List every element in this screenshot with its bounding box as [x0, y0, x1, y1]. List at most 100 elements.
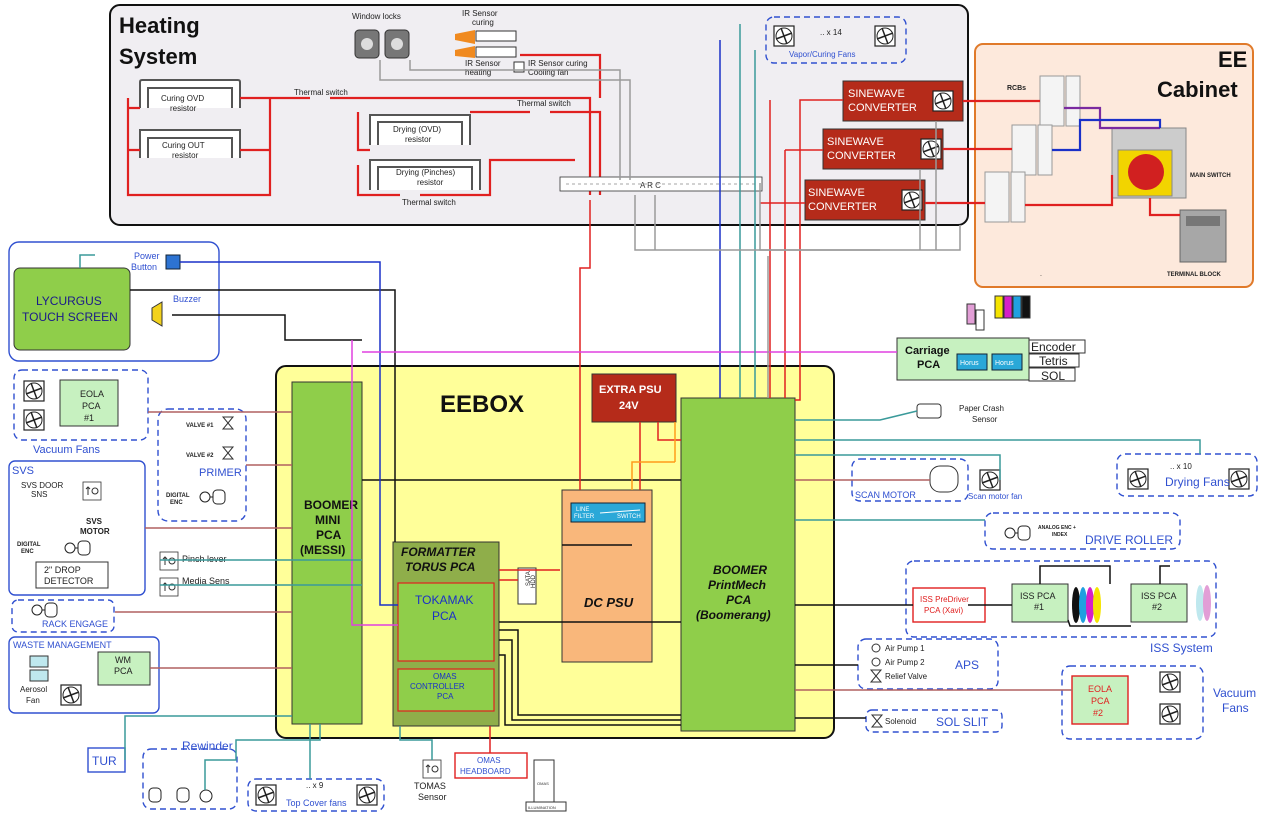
vacuum-fans-right-label: Vacuum: [1213, 686, 1256, 700]
touch-screen-label: LYCURGUS: [36, 294, 102, 308]
tomas-label-2: Sensor: [418, 792, 447, 802]
drying-ovd-label: Drying (OVD): [393, 125, 441, 134]
waste-sensor-2: [30, 670, 48, 681]
svg-text:ANALOG ENC +: ANALOG ENC +: [1038, 525, 1076, 531]
curing-ovd-label-2: resistor: [170, 104, 197, 113]
svg-text:OMAS: OMAS: [433, 672, 457, 681]
ir-curing-label-2: curing: [472, 18, 494, 27]
svg-text:#2: #2: [1093, 708, 1103, 718]
drive-roller-label: DRIVE ROLLER: [1085, 533, 1173, 547]
svg-text:2" DROP: 2" DROP: [44, 565, 81, 575]
svg-text:PCA: PCA: [82, 401, 101, 411]
dc-psu: DC PSU LINE FILTER SWITCH: [562, 490, 652, 662]
svg-text:PCA: PCA: [114, 666, 133, 676]
sinewave-converter-1: SINEWAVE CONVERTER: [843, 81, 963, 121]
iss-pca-2: ISS PCA #2: [1131, 584, 1187, 622]
curing-out-label: Curing OUT: [162, 141, 205, 150]
svg-text:WM: WM: [115, 655, 131, 665]
sinewave-converter-3: SINEWAVE CONVERTER: [805, 180, 925, 220]
power-button-label: Power: [134, 251, 160, 261]
sinewave-converter-2: SINEWAVE CONVERTER: [823, 129, 943, 169]
carriage-pca: Carriage PCA Horus Horus: [897, 338, 1029, 380]
svg-text:INDEX: INDEX: [1052, 532, 1068, 538]
svg-text:SINEWAVE: SINEWAVE: [827, 136, 884, 148]
svg-text:FILTER: FILTER: [574, 514, 595, 520]
drying-count: .. x 10: [1170, 462, 1192, 471]
svg-text:HDD: HDD: [531, 574, 537, 588]
iss-pca-1: ISS PCA #1: [1012, 584, 1068, 622]
svg-text:MINI: MINI: [315, 513, 340, 527]
valve1-label: VALVE #1: [186, 423, 214, 429]
touch-screen: [14, 268, 130, 350]
sol-slit-label: SOL SLIT: [936, 715, 989, 729]
svg-text:(MESSI): (MESSI): [300, 543, 345, 557]
svg-text:ISS PreDriver: ISS PreDriver: [920, 595, 969, 604]
svg-text:24V: 24V: [619, 400, 639, 412]
rewinder-label: Rewinder: [182, 739, 233, 753]
svg-text:PrintMech: PrintMech: [708, 578, 766, 592]
waste-sensor-1: [30, 656, 48, 667]
svg-text:FORMATTER: FORMATTER: [401, 545, 476, 559]
ir-heating-label: IR Sensor: [465, 59, 501, 68]
curing-out-label-2: resistor: [172, 151, 199, 160]
svg-text:CONVERTER: CONVERTER: [808, 201, 877, 213]
svg-text:BOOMER: BOOMER: [713, 563, 767, 577]
svg-text:CONVERTER: CONVERTER: [848, 102, 917, 114]
thermal-switch-label-1: Thermal switch: [294, 88, 348, 97]
svg-text:SNS: SNS: [31, 490, 47, 499]
omas-controller-pca: OMAS CONTROLLER PCA: [398, 669, 494, 711]
terminal-label: TERMINAL BLOCK: [1167, 272, 1222, 278]
aps-label: APS: [955, 658, 979, 672]
svg-text:LINE: LINE: [576, 507, 589, 513]
svg-text:ISS PCA: ISS PCA: [1141, 591, 1177, 601]
waste-management-label: WASTE MANAGEMENT: [13, 640, 112, 650]
tetris-label: Tetris: [1039, 354, 1068, 368]
heating-title-2: System: [119, 44, 197, 69]
aerosol-label: Aerosol: [20, 685, 47, 694]
thermal-switch-label-3: Thermal switch: [402, 198, 456, 207]
svg-text:DC PSU: DC PSU: [584, 595, 634, 610]
svg-text:SINEWAVE: SINEWAVE: [848, 88, 905, 100]
svg-text:BOOMER: BOOMER: [304, 498, 358, 512]
rack-engage-label: RACK ENGAGE: [42, 619, 108, 629]
buzzer-label: Buzzer: [173, 294, 201, 304]
arc-label: A R C: [640, 181, 661, 190]
svg-text:PCA: PCA: [432, 609, 457, 623]
svg-text:EXTRA PSU: EXTRA PSU: [599, 384, 662, 396]
scan-fan-label: Scan motor fan: [968, 492, 1022, 501]
paper-crash-label: Paper Crash: [959, 404, 1004, 413]
extra-psu: EXTRA PSU 24V: [592, 374, 676, 422]
solenoid-label: Solenoid: [885, 717, 916, 726]
primer-label: PRIMER: [199, 467, 242, 479]
rcbs-label: RCBs: [1007, 85, 1026, 92]
svg-text:OMAS: OMAS: [537, 781, 549, 786]
illumination-label: ILLUMINATION: [528, 805, 556, 810]
aerosol-label-2: Fan: [26, 696, 40, 705]
iss-light-rolls-icon: [1196, 585, 1211, 621]
thermal-switch-label-2: Thermal switch: [517, 99, 571, 108]
pinch-lever-label: Pinch lever: [182, 554, 227, 564]
svg-text:PCA: PCA: [726, 593, 751, 607]
svg-text:PCA: PCA: [917, 359, 940, 371]
svg-text:DIGITAL: DIGITAL: [17, 542, 41, 548]
svg-text:PCA: PCA: [1091, 696, 1110, 706]
buzzer-icon: [152, 302, 162, 326]
terminal-block-icon: [1180, 210, 1226, 262]
svg-text:ENC: ENC: [21, 549, 34, 555]
ee-dot: .: [1040, 271, 1042, 278]
main-switch-label: MAIN SWITCH: [1190, 173, 1231, 179]
boomer-printmech-pca: BOOMER PrintMech PCA (Boomerang): [681, 398, 795, 731]
main-switch-icon: [1112, 128, 1186, 198]
svs-label: SVS: [12, 465, 34, 477]
ee-title: EE: [1218, 47, 1247, 72]
svg-text:#2: #2: [1152, 602, 1162, 612]
svg-text:SWITCH: SWITCH: [617, 514, 641, 520]
touch-screen-label-2: TOUCH SCREEN: [22, 310, 118, 324]
drying-ovd-label-2: resistor: [405, 135, 432, 144]
svg-text:(Boomerang): (Boomerang): [696, 608, 771, 622]
drying-pinches-label: Drying (Pinches): [396, 168, 455, 177]
svg-text:#1: #1: [84, 413, 94, 423]
vapor-count: .. x 14: [820, 28, 842, 37]
tomas-label: TOMAS: [414, 781, 446, 791]
